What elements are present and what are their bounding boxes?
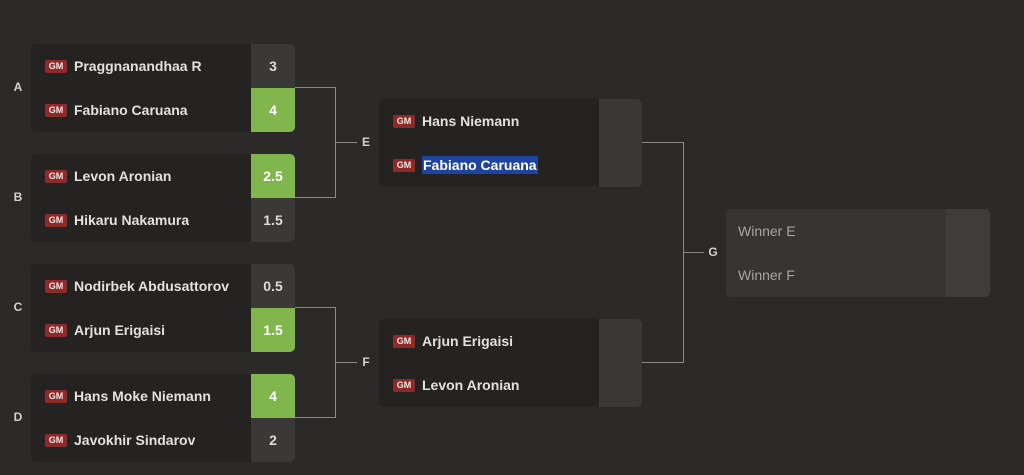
player-row[interactable]: GM Hans Niemann (379, 99, 599, 143)
winner-placeholder: Winner E (738, 223, 796, 239)
player-row[interactable]: GM Levon Aronian (379, 363, 599, 407)
gm-title-badge: GM (45, 169, 67, 183)
player-score-winner: 4 (251, 88, 295, 132)
player-name[interactable]: Levon Aronian (422, 377, 520, 393)
player-name[interactable]: Fabiano Caruana (74, 102, 188, 118)
gm-title-badge: GM (45, 389, 67, 403)
winner-placeholder-row: Winner F (726, 253, 946, 297)
gm-title-badge: GM (45, 213, 67, 227)
player-row[interactable]: GM Arjun Erigaisi (379, 319, 599, 363)
player-row[interactable]: GM Fabiano Caruana (379, 143, 599, 187)
match-label-a: A (13, 80, 23, 94)
player-name[interactable]: Arjun Erigaisi (422, 333, 514, 349)
player-score: 2 (251, 418, 295, 462)
player-row[interactable]: GM Arjun Erigaisi (31, 308, 251, 352)
player-row[interactable]: GM Hikaru Nakamura (31, 198, 251, 242)
match-g[interactable]: Winner E Winner F (726, 209, 990, 297)
player-row[interactable]: GM Javokhir Sindarov (31, 418, 251, 462)
gm-title-badge: GM (45, 103, 67, 117)
gm-title-badge: GM (45, 59, 67, 73)
match-label-b: B (13, 190, 23, 204)
gm-title-badge: GM (393, 158, 415, 172)
player-name[interactable]: Hans Moke Niemann (74, 388, 211, 404)
player-name[interactable]: Arjun Erigaisi (74, 322, 166, 338)
gm-title-badge: GM (393, 378, 415, 392)
gm-title-badge: GM (393, 334, 415, 348)
match-b[interactable]: GM Levon Aronian 2.5 GM Hikaru Nakamura … (31, 154, 295, 242)
match-card (379, 319, 642, 407)
gm-title-badge: GM (45, 323, 67, 337)
player-row[interactable]: GM Praggnanandhaa R (31, 44, 251, 88)
player-score-winner: 4 (251, 374, 295, 418)
player-name[interactable]: Hikaru Nakamura (74, 212, 190, 228)
player-score: 1.5 (251, 198, 295, 242)
player-row[interactable]: GM Hans Moke Niemann (31, 374, 251, 418)
gm-title-badge: GM (393, 114, 415, 128)
match-label-g: G (708, 245, 718, 259)
match-label-c: C (13, 300, 23, 314)
match-label-d: D (13, 410, 23, 424)
empty-score-column (599, 99, 642, 187)
match-d[interactable]: GM Hans Moke Niemann 4 GM Javokhir Sinda… (31, 374, 295, 462)
match-f[interactable]: GM Arjun Erigaisi GM Levon Aronian (379, 319, 642, 407)
match-a[interactable]: GM Praggnanandhaa R 3 GM Fabiano Caruana… (31, 44, 295, 132)
winner-placeholder: Winner F (738, 267, 795, 283)
player-row[interactable]: GM Levon Aronian (31, 154, 251, 198)
match-c[interactable]: GM Nodirbek Abdusattorov 0.5 GM Arjun Er… (31, 264, 295, 352)
empty-score-column (946, 209, 990, 297)
empty-score-column (599, 319, 642, 407)
player-name[interactable]: Hans Niemann (422, 113, 520, 129)
player-row[interactable]: GM Fabiano Caruana (31, 88, 251, 132)
player-score: 3 (251, 44, 295, 88)
player-score: 0.5 (251, 264, 295, 308)
player-name[interactable]: Levon Aronian (74, 168, 172, 184)
player-name[interactable]: Nodirbek Abdusattorov (74, 278, 230, 294)
match-e[interactable]: GM Hans Niemann GM Fabiano Caruana (379, 99, 642, 187)
player-name[interactable]: Javokhir Sindarov (74, 432, 196, 448)
match-label-e: E (361, 135, 370, 149)
winner-placeholder-row: Winner E (726, 209, 946, 253)
player-row[interactable]: GM Nodirbek Abdusattorov (31, 264, 251, 308)
gm-title-badge: GM (45, 279, 67, 293)
player-score-winner: 1.5 (251, 308, 295, 352)
player-name[interactable]: Praggnanandhaa R (74, 58, 202, 74)
match-label-f: F (362, 355, 370, 369)
player-score-winner: 2.5 (251, 154, 295, 198)
gm-title-badge: GM (45, 433, 67, 447)
player-name-selected[interactable]: Fabiano Caruana (422, 156, 538, 174)
